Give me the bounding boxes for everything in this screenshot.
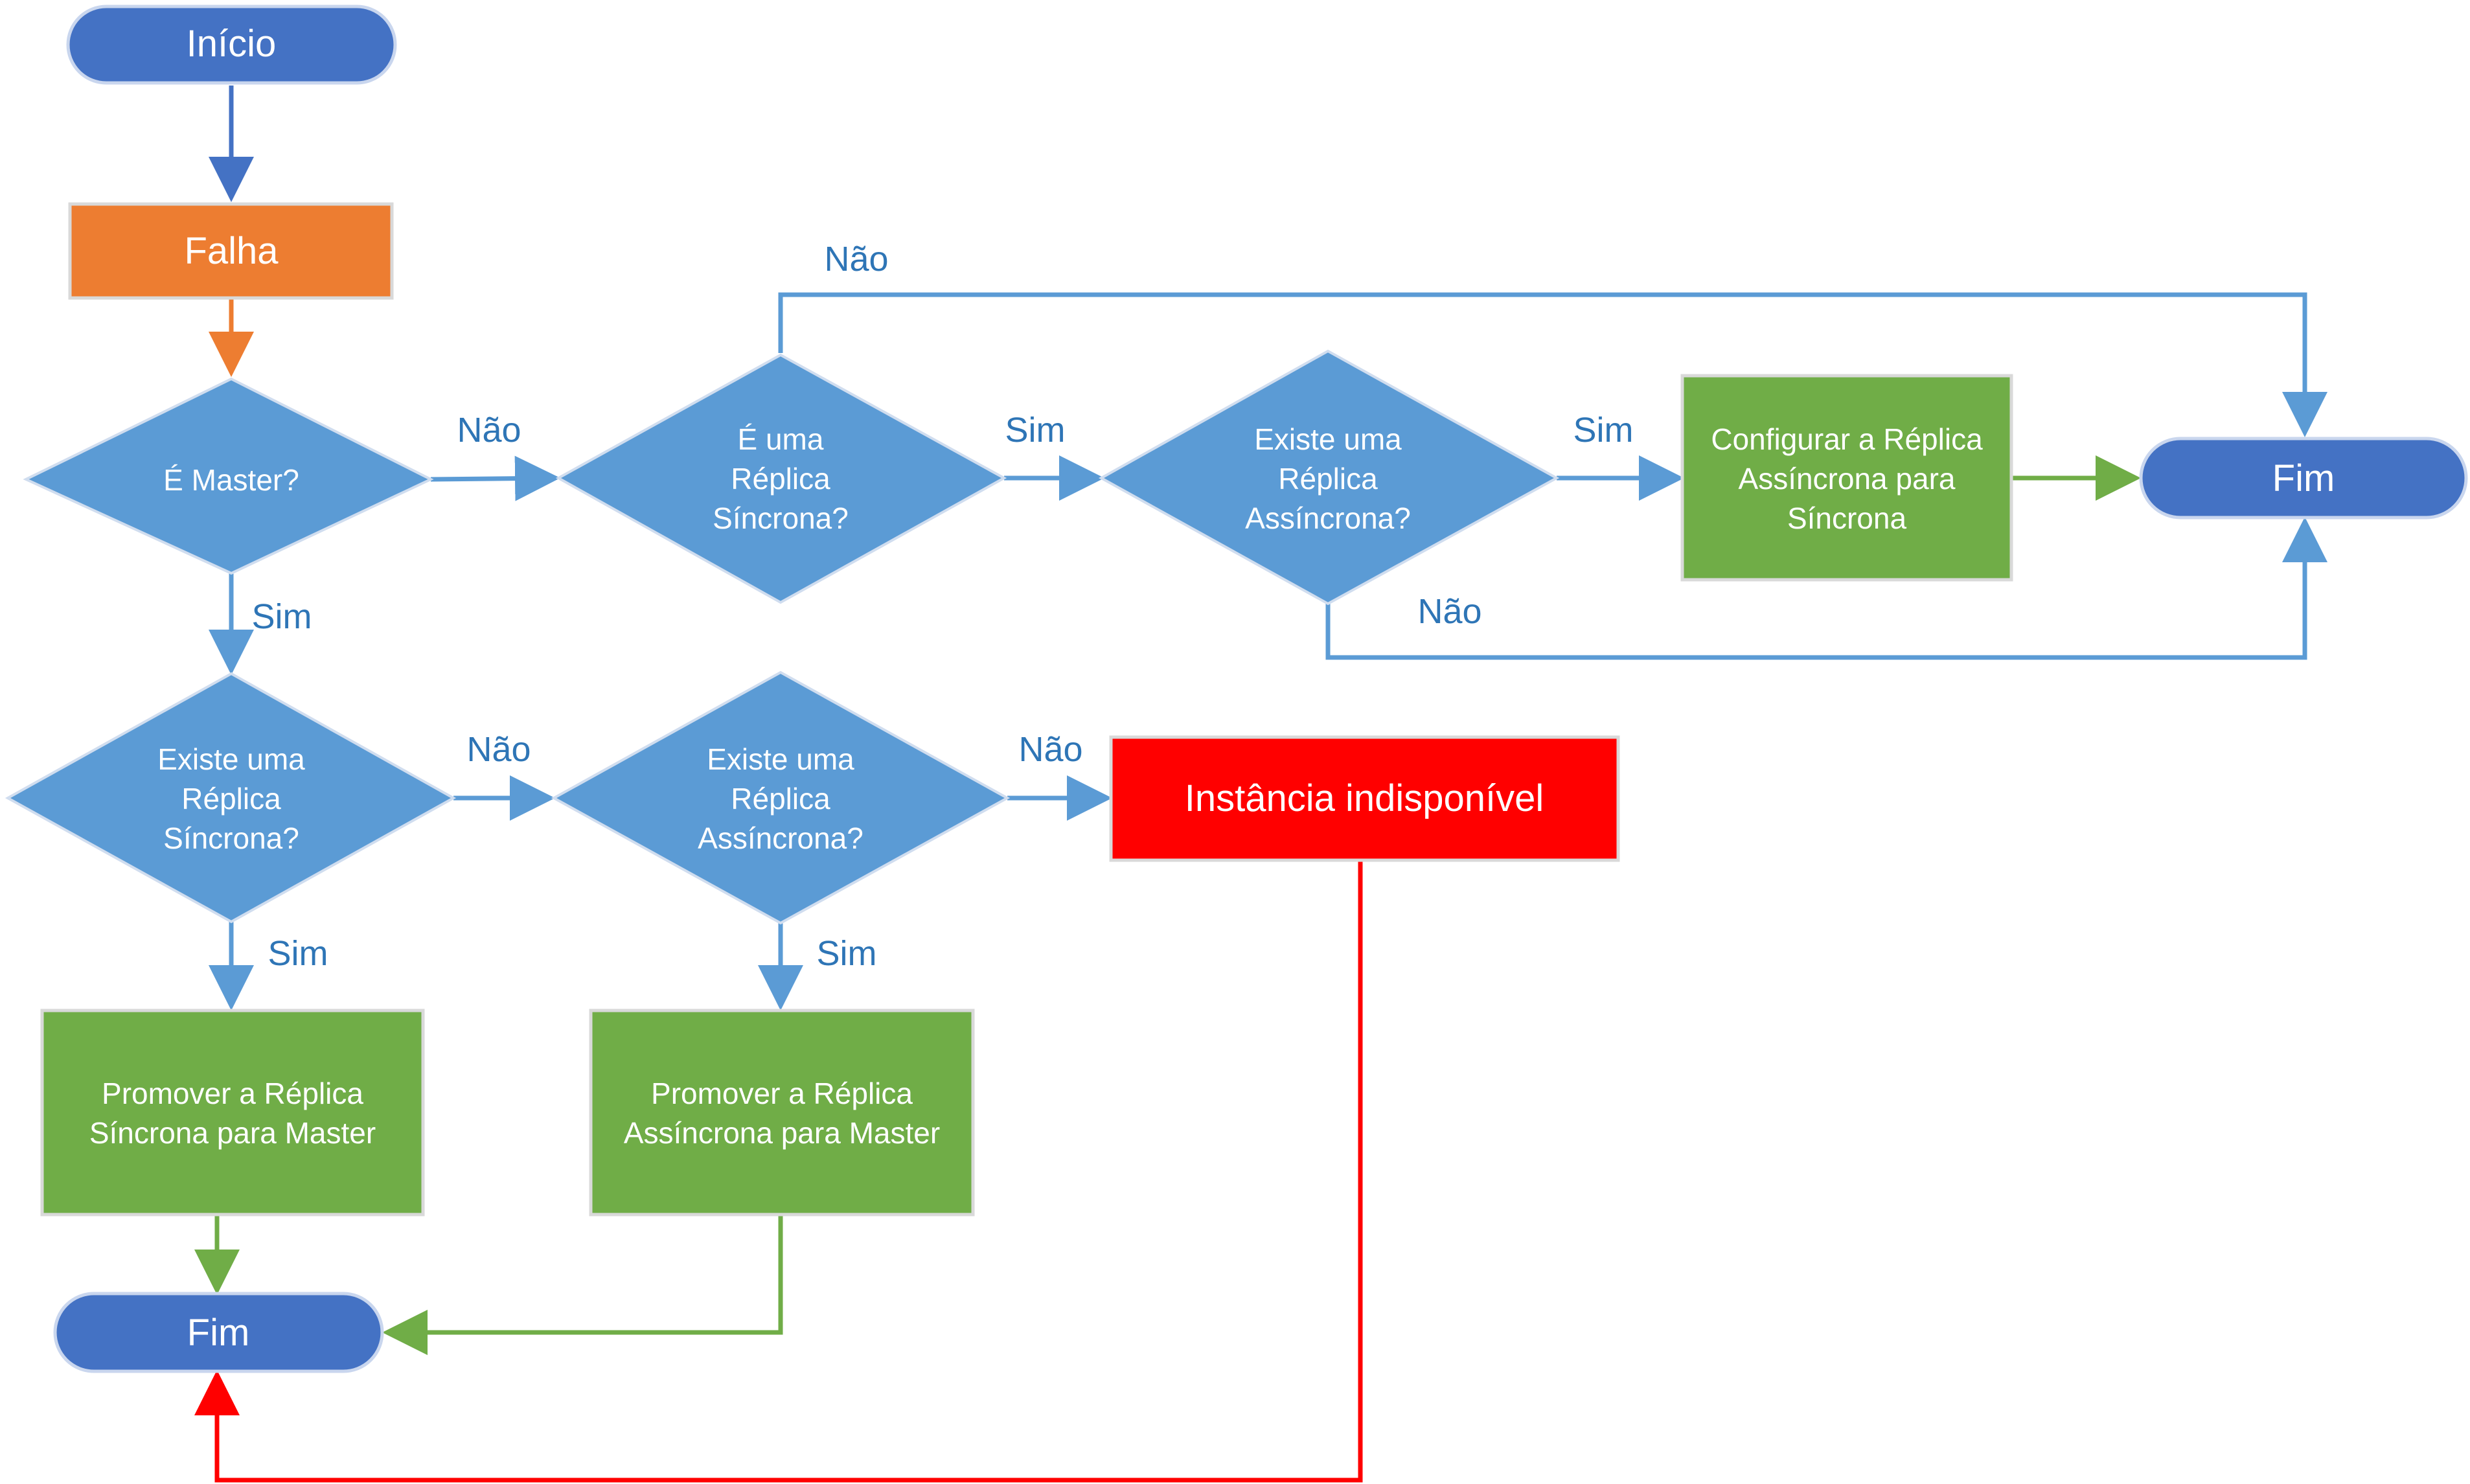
edge-label-exists-async-yes: Sim — [817, 934, 877, 973]
edge-sync-replica-no — [778, 292, 2327, 437]
promote-async-box: Promover a Réplica Assíncrona para Maste… — [589, 1009, 975, 1216]
edge-promote-async-to-end — [382, 1215, 783, 1355]
exists-sync-line-2: Réplica — [181, 782, 281, 816]
exists-async-bottom-line-2: Réplica — [731, 782, 830, 816]
start-terminal: Início — [66, 5, 397, 85]
exists-async-bottom-line-1: Existe uma — [707, 742, 854, 776]
failure-box: Falha — [68, 202, 394, 300]
exists-async-top-line-2: Réplica — [1278, 462, 1378, 496]
decision-exists-async-bottom: Existe uma Réplica Assíncrona? — [551, 670, 1011, 925]
configure-async-line-1: Configurar a Réplica — [1711, 422, 1983, 456]
unavailable-box: Instância indisponível — [1109, 735, 1620, 862]
edge-label-async-top-yes: Sim — [1573, 411, 1634, 450]
promote-async-line-1: Promover a Réplica — [651, 1077, 913, 1110]
exists-async-top-line-3: Assíncrona? — [1245, 501, 1411, 535]
edge-label-master-yes: Sim — [252, 597, 312, 636]
promote-sync-line-1: Promover a Réplica — [102, 1077, 363, 1110]
exists-sync-line-3: Síncrona? — [163, 821, 299, 855]
exists-async-top-line-1: Existe uma — [1254, 422, 1402, 456]
configure-async-line-3: Síncrona — [1787, 501, 1907, 535]
edge-label-async-top-no: Não — [1417, 592, 1481, 631]
edge-label-sync-replica-no: Não — [824, 240, 888, 279]
edge-master-no — [430, 455, 560, 501]
edge-async-top-no — [1325, 517, 2327, 660]
end-bottom-label: Fim — [187, 1312, 250, 1354]
configure-async-line-2: Assíncrona para — [1739, 462, 1956, 496]
edge-label-exists-async-no: Não — [1018, 730, 1082, 769]
is-master-label: É Master? — [163, 463, 299, 497]
decision-exists-async-top: Existe uma Réplica Assíncrona? — [1098, 349, 1560, 606]
edge-label-sync-replica-yes: Sim — [1005, 411, 1066, 450]
exists-sync-line-1: Existe uma — [157, 742, 305, 776]
edge-label-master-no: Não — [457, 411, 521, 450]
end-terminal-bottom: Fim — [53, 1292, 384, 1373]
decision-is-sync-replica: É uma Réplica Síncrona? — [555, 353, 1007, 604]
decision-is-master: É Master? — [23, 377, 434, 575]
failure-label: Falha — [184, 230, 279, 272]
end-terminal-top: Fim — [2139, 437, 2468, 519]
edge-unavailable-to-end — [194, 860, 1363, 1483]
decision-exists-sync: Existe uma Réplica Síncrona? — [5, 672, 457, 924]
promote-async-line-2: Assíncrona para Master — [624, 1116, 940, 1150]
configure-async-box: Configurar a Réplica Assíncrona para Sín… — [1680, 374, 2013, 582]
start-label: Início — [187, 23, 277, 65]
edge-label-exists-sync-yes: Sim — [268, 934, 328, 973]
is-sync-replica-line-2: Réplica — [731, 462, 830, 496]
end-top-label: Fim — [2272, 457, 2335, 499]
edge-label-exists-sync-no: Não — [466, 730, 531, 769]
exists-async-bottom-line-3: Assíncrona? — [698, 821, 863, 855]
promote-sync-box: Promover a Réplica Síncrona para Master — [40, 1009, 425, 1216]
is-sync-replica-line-3: Síncrona? — [713, 501, 849, 535]
is-sync-replica-line-1: É uma — [738, 422, 824, 456]
promote-sync-line-2: Síncrona para Master — [89, 1116, 376, 1150]
unavailable-label: Instância indisponível — [1185, 777, 1544, 819]
